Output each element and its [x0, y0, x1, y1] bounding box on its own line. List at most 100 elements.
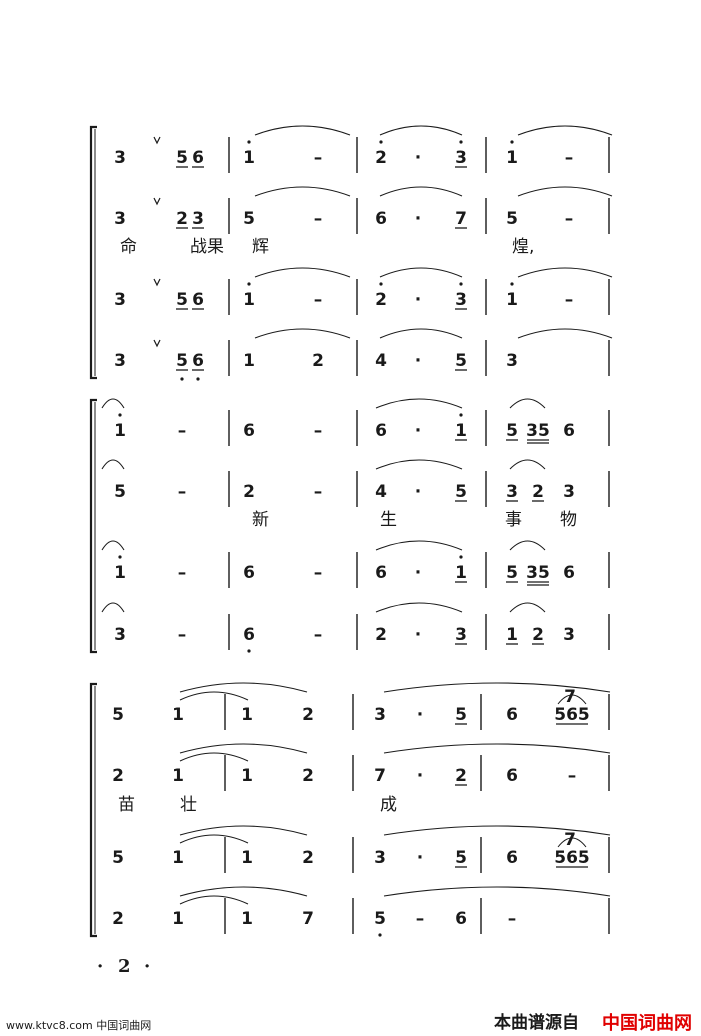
jianpu-note: 2 [532, 625, 544, 645]
slur-mark [383, 682, 611, 693]
jianpu-note: 2 [302, 848, 314, 868]
octave-dot-high [510, 282, 514, 286]
lyric-word: 战果 [190, 237, 224, 257]
jianpu-note: 1 [114, 563, 126, 583]
jianpu-note: 6 [375, 563, 387, 583]
slur-mark [517, 267, 613, 278]
slur-mark [101, 602, 125, 613]
slur-mark [379, 267, 463, 278]
jianpu-note: – [508, 909, 517, 929]
footer-source-label: 本曲谱源自 [494, 1012, 579, 1033]
jianpu-note: – [565, 209, 574, 229]
jianpu-note: 35 [526, 421, 550, 441]
jianpu-note: 2 [375, 148, 387, 168]
jianpu-note: · [415, 209, 421, 229]
jianpu-note: – [178, 421, 187, 441]
jianpu-note: · [417, 705, 423, 725]
jianpu-note: – [314, 148, 323, 168]
octave-dot-low [247, 649, 251, 653]
jianpu-note: – [314, 209, 323, 229]
jianpu-note: 3 [563, 625, 575, 645]
slur-mark [517, 125, 613, 136]
jianpu-note: 1 [241, 705, 253, 725]
jianpu-note: 3 [455, 290, 467, 310]
jianpu-note: 565 [554, 705, 590, 725]
slur-mark [379, 186, 463, 197]
slur-mark [101, 540, 125, 551]
jianpu-note: · [415, 421, 421, 441]
jianpu-note: 3 [114, 209, 126, 229]
jianpu-note: 6 [563, 563, 575, 583]
jianpu-note: 2 [455, 766, 467, 786]
jianpu-note: 5 [506, 421, 518, 441]
jianpu-note: 1 [114, 421, 126, 441]
slur-mark [254, 328, 351, 339]
slur-mark [379, 125, 463, 136]
jianpu-note: 1 [455, 421, 467, 441]
jianpu-note: 5 [455, 705, 467, 725]
lyric-row: 苗壮成 [118, 795, 397, 815]
slur-mark [509, 398, 546, 409]
jianpu-note: 5 [455, 848, 467, 868]
footer-source-site[interactable]: 中国词曲网 [602, 1012, 692, 1034]
slur-mark [254, 186, 351, 197]
jianpu-note: 5 [506, 563, 518, 583]
slur-mark [375, 602, 463, 613]
slur-mark [101, 459, 125, 470]
jianpu-note: 7 [302, 909, 314, 929]
page-number-dot-left: · [97, 956, 103, 977]
slur-mark [383, 886, 611, 897]
lyric-word: 生 [380, 510, 397, 530]
jianpu-note: 6 [243, 421, 255, 441]
grace-slur [557, 694, 587, 705]
octave-dot-high [247, 140, 251, 144]
slur-mark [375, 540, 463, 551]
jianpu-note: 6 [563, 421, 575, 441]
lyric-row: 命战果辉煌, [120, 237, 534, 257]
jianpu-note: – [314, 625, 323, 645]
footer: www.ktvc8.com 中国词曲网 本曲谱源自 中国词曲网 [6, 1012, 692, 1034]
jianpu-note: 3 [114, 351, 126, 371]
lyric-word: 物 [560, 510, 577, 530]
jianpu-note: – [565, 148, 574, 168]
jianpu-note: – [314, 563, 323, 583]
lyric-word: 事 [505, 510, 522, 530]
system-bracket [89, 398, 97, 654]
jianpu-note: 3 [455, 625, 467, 645]
jianpu-note: 5 [176, 290, 188, 310]
jianpu-note: 5 [114, 482, 126, 502]
page-number: 2 [118, 956, 131, 977]
jianpu-note: 2 [176, 209, 188, 229]
octave-dot-high [510, 140, 514, 144]
jianpu-note: 1 [243, 290, 255, 310]
jianpu-note: 5 [112, 848, 124, 868]
jianpu-note: 5 [243, 209, 255, 229]
octave-dot-high [459, 140, 463, 144]
slur-mark [509, 540, 546, 551]
jianpu-note: · [415, 625, 421, 645]
jianpu-note: 1 [172, 705, 184, 725]
jianpu-note: 1 [172, 848, 184, 868]
page-number-group: · 2 · [97, 956, 150, 977]
jianpu-note: 2 [112, 909, 124, 929]
octave-dot-high [459, 282, 463, 286]
jianpu-note: 6 [506, 766, 518, 786]
jianpu-note: 3 [563, 482, 575, 502]
jianpu-note: · [415, 482, 421, 502]
jianpu-note: 7 [374, 766, 386, 786]
jianpu-note: 1 [172, 909, 184, 929]
jianpu-note: – [314, 482, 323, 502]
jianpu-note: 5 [176, 148, 188, 168]
lyric-word: 辉 [252, 237, 269, 257]
slur-mark [179, 691, 249, 701]
jianpu-note: – [178, 563, 187, 583]
jianpu-note: – [178, 625, 187, 645]
jianpu-note: 6 [375, 421, 387, 441]
